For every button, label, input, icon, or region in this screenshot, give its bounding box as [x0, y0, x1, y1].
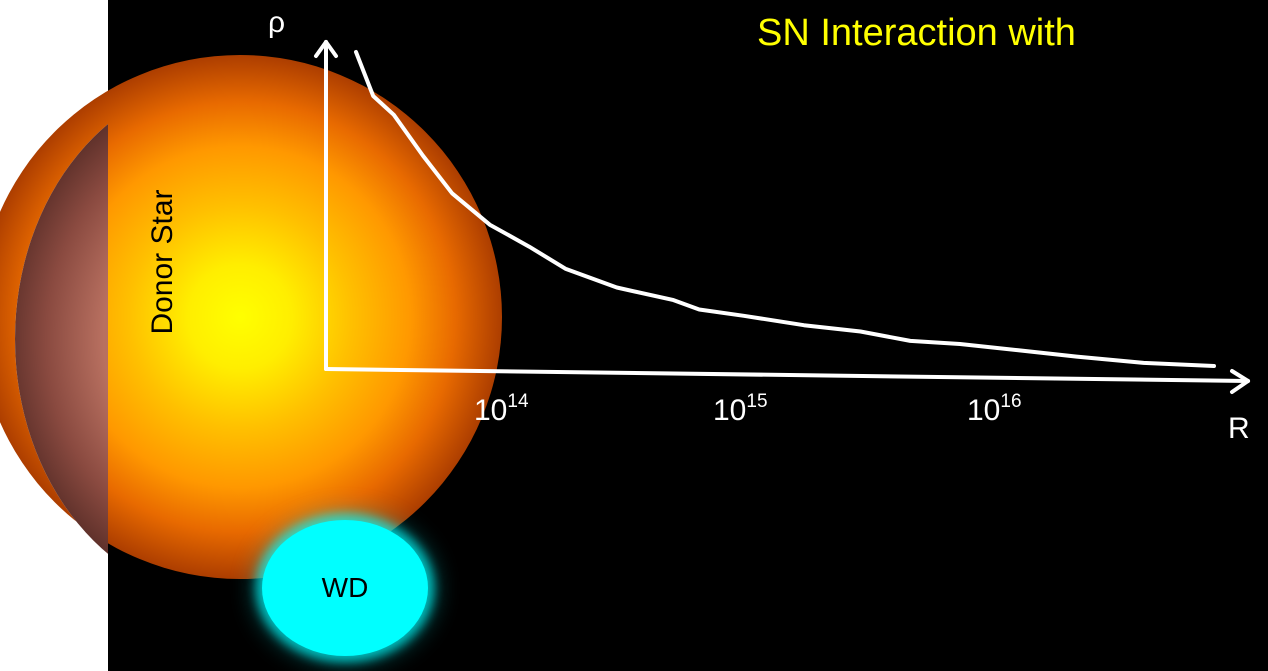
white-dwarf-label: WD [321, 572, 369, 603]
slide-title: SN Interaction with [757, 12, 1076, 54]
series-group [354, 50, 1216, 368]
x-axis-arrowhead [1230, 379, 1250, 394]
white-dwarf [262, 520, 428, 656]
y-axis-arrowhead [314, 40, 328, 58]
x-tick-label: 1016 [967, 391, 1022, 427]
x-tick-label: 1014 [474, 391, 529, 427]
x-tick-label: 1015 [713, 391, 768, 427]
y-axis-arrowhead [324, 40, 338, 58]
density-curve [354, 50, 1216, 368]
x-axis-line [324, 367, 1250, 383]
x-axis-label: R [1228, 412, 1250, 445]
y-axis-label: ρ [268, 6, 286, 39]
axes [314, 40, 1250, 394]
x-axis-arrowhead [1230, 369, 1250, 383]
